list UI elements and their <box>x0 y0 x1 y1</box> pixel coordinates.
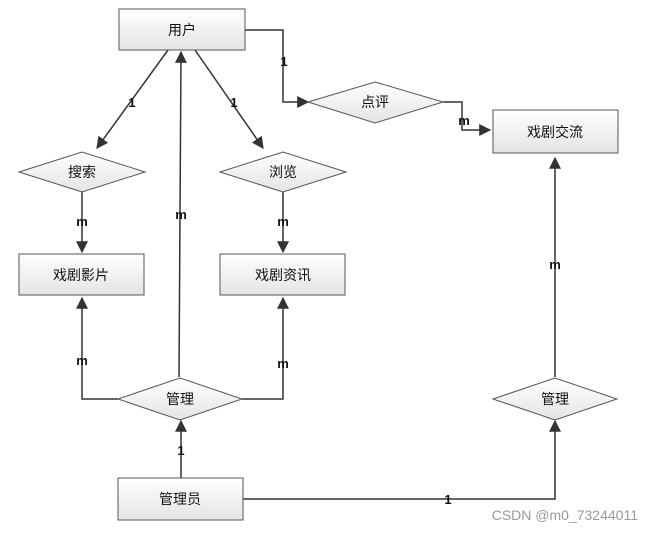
relation-manage-right: 管理 <box>491 377 619 421</box>
cardinality-browse-news: m <box>277 214 289 229</box>
entity-user-label: 用户 <box>168 22 196 39</box>
entity-drama-film-label: 戏剧影片 <box>53 268 109 284</box>
relation-browse-label: 浏览 <box>269 165 297 181</box>
cardinality-manage-news: m <box>277 356 289 371</box>
cardinality-manage-user: m <box>175 207 187 222</box>
cardinality-user-review: 1 <box>280 54 287 69</box>
edge-user-review <box>245 29 310 108</box>
relation-manage-left-label: 管理 <box>166 392 194 408</box>
edge-manage-film <box>76 296 118 400</box>
cardinality-manage-exchange: m <box>549 257 561 272</box>
cardinality-search-film: m <box>76 214 88 229</box>
cardinality-user-search: 1 <box>128 95 135 110</box>
watermark: CSDN @m0_73244011 <box>492 507 638 523</box>
edge-user-search <box>96 49 169 149</box>
cardinality-admin-manage-right: 1 <box>444 492 451 507</box>
edge-admin-manage-right <box>243 419 561 500</box>
relation-browse: 浏览 <box>218 151 348 193</box>
edge-review-exchange <box>443 101 492 136</box>
cardinality-admin-manage-left: 1 <box>177 443 184 458</box>
relation-search: 搜索 <box>17 151 147 193</box>
relation-review-label: 点评 <box>361 95 389 111</box>
entity-user: 用户 <box>118 8 246 51</box>
entity-drama-exchange: 戏剧交流 <box>492 109 619 154</box>
entity-drama-news: 戏剧资讯 <box>219 253 346 296</box>
entity-drama-exchange-label: 戏剧交流 <box>527 124 583 141</box>
entity-drama-news-label: 戏剧资讯 <box>255 268 311 284</box>
edge-manage-user <box>174 50 187 378</box>
cardinality-user-browse: 1 <box>230 95 237 110</box>
cardinality-review-exchange: m <box>458 113 470 128</box>
entity-drama-film: 戏剧影片 <box>18 253 145 296</box>
cardinality-manage-film: m <box>76 353 88 368</box>
relation-manage-right-label: 管理 <box>541 392 569 408</box>
entity-admin-label: 管理员 <box>159 492 201 508</box>
edge-user-browse <box>194 49 264 149</box>
edge-manage-news <box>242 296 289 400</box>
relation-review: 点评 <box>306 81 445 124</box>
entity-admin: 管理员 <box>117 477 244 521</box>
relation-search-label: 搜索 <box>68 164 96 181</box>
relation-manage-left: 管理 <box>116 377 244 421</box>
